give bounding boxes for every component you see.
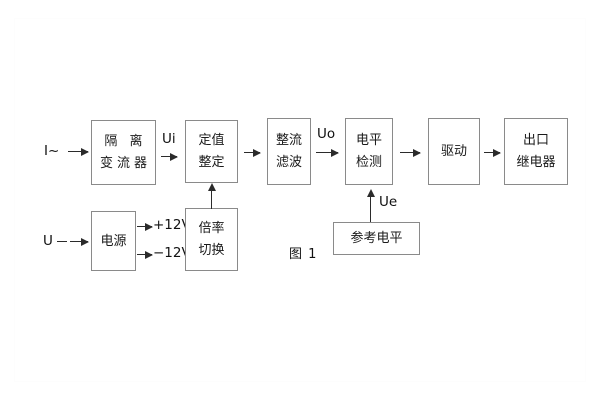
block-setting-line-2: 整定 bbox=[198, 155, 225, 170]
block-level-detect-line-1: 电平 bbox=[355, 133, 382, 148]
arrow-isolation-to-setting bbox=[161, 152, 178, 161]
block-rectify-filter[interactable]: 整流 滤波 bbox=[267, 118, 311, 185]
figure-caption: 图 1 bbox=[289, 247, 318, 262]
rail-negative-arrow bbox=[137, 250, 153, 259]
block-reference-level-line-1: 参考电平 bbox=[350, 231, 403, 246]
rail-positive-arrow bbox=[137, 222, 153, 231]
signal-ue-label: Ue bbox=[379, 194, 398, 210]
block-level-detect-line-2: 检测 bbox=[355, 155, 382, 170]
arrow-rectify-to-level-detect bbox=[316, 148, 339, 157]
block-rectify-filter-line-1: 整流 bbox=[275, 133, 302, 148]
block-ratio-switch-line-1: 倍率 bbox=[198, 221, 225, 236]
block-setting-line-1: 定值 bbox=[198, 133, 225, 148]
block-ratio-switch-line-2: 切换 bbox=[198, 243, 225, 258]
arrow-ratio-switch-to-setting bbox=[207, 183, 216, 209]
block-drive-line-1: 驱动 bbox=[440, 144, 467, 159]
block-drive[interactable]: 驱动 bbox=[428, 118, 480, 185]
block-power-supply[interactable]: 电源 bbox=[91, 211, 136, 271]
arrow-reference-to-level-detect bbox=[366, 189, 375, 222]
block-setting[interactable]: 定值 整定 bbox=[185, 120, 238, 183]
current-input-label: I~ bbox=[44, 143, 60, 159]
diagram-frame bbox=[14, 18, 586, 382]
block-isolation-line-1: 隔 离 bbox=[104, 134, 147, 149]
signal-ui-label: Ui bbox=[162, 131, 176, 147]
block-output-relay-line-2: 继电器 bbox=[516, 155, 556, 170]
block-reference-level[interactable]: 参考电平 bbox=[333, 222, 420, 255]
voltage-input-arrow bbox=[70, 237, 89, 246]
voltage-input-label: U bbox=[43, 233, 53, 249]
block-power-supply-line-1: 电源 bbox=[100, 233, 127, 249]
block-output-relay[interactable]: 出口 继电器 bbox=[504, 118, 568, 185]
arrow-level-detect-to-drive bbox=[400, 148, 421, 157]
signal-uo-label: Uo bbox=[317, 126, 336, 142]
voltage-input-lead bbox=[57, 241, 67, 242]
block-isolation-line-2: 变流器 bbox=[99, 156, 151, 171]
block-level-detect[interactable]: 电平 检测 bbox=[345, 118, 393, 185]
rail-negative-label: −12V bbox=[153, 245, 191, 261]
block-output-relay-line-1: 出口 bbox=[522, 133, 549, 148]
block-ratio-switch[interactable]: 倍率 切换 bbox=[185, 208, 238, 271]
block-isolation[interactable]: 隔 离 变流器 bbox=[91, 120, 156, 185]
arrow-setting-to-rectify bbox=[244, 148, 261, 157]
rail-positive-label: +12V bbox=[153, 217, 191, 233]
block-rectify-filter-line-2: 滤波 bbox=[275, 155, 302, 170]
current-input-arrow bbox=[68, 147, 89, 156]
arrow-drive-to-output-relay bbox=[484, 148, 501, 157]
